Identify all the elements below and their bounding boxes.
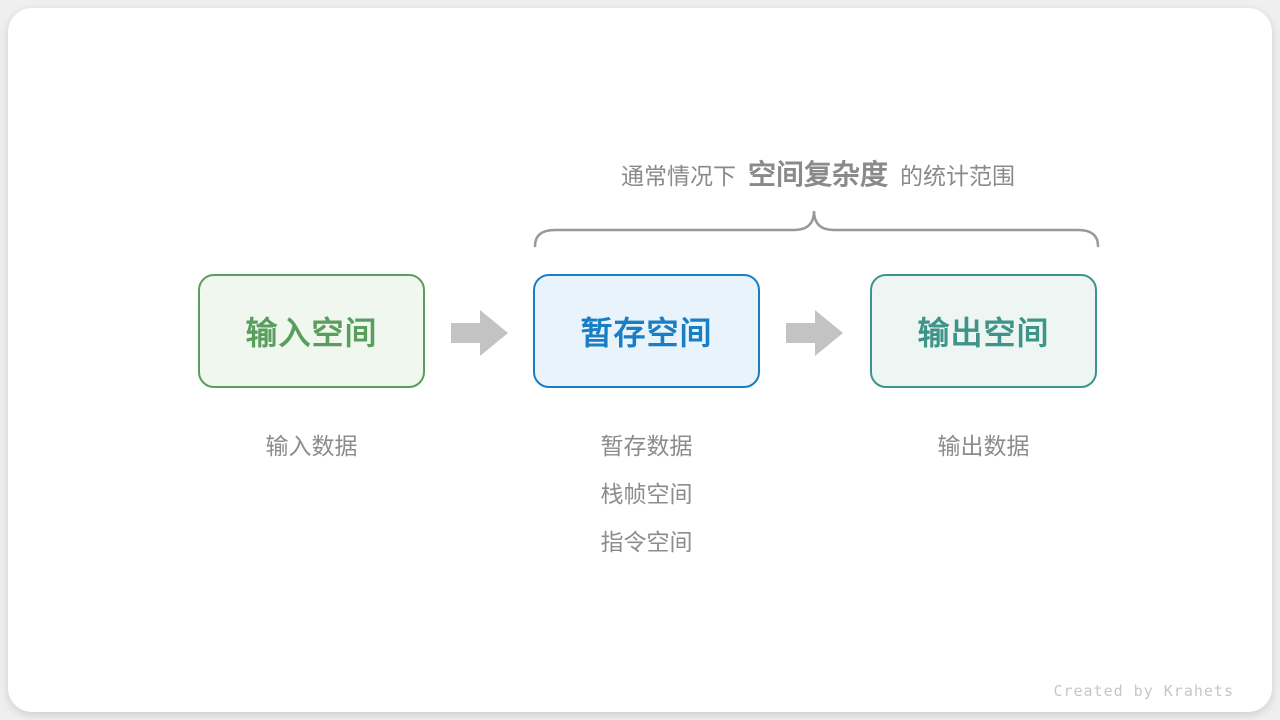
scope-brace — [533, 210, 1100, 248]
box-input-space: 输入空间 — [198, 274, 425, 388]
sublabel-stack-frame-space: 栈帧空间 — [600, 481, 693, 507]
input-space-sublabels: 输入数据 — [198, 422, 425, 470]
brace-path — [533, 210, 1100, 248]
box-input-space-label: 输入空间 — [245, 315, 378, 351]
annotation-prefix: 通常情况下 — [620, 163, 736, 189]
sublabel-input-data: 输入数据 — [265, 433, 358, 459]
sublabel-instruction-space: 指令空间 — [600, 529, 693, 555]
annotation-suffix: 的统计范围 — [900, 163, 1015, 189]
arrow-input-to-temp-icon — [451, 310, 508, 356]
annotation-highlight: 空间复杂度 — [747, 159, 888, 190]
sublabel-output-data: 输出数据 — [937, 433, 1030, 459]
output-space-sublabels: 输出数据 — [870, 422, 1097, 470]
arrow-shape — [786, 310, 843, 356]
sublabel-temp-data: 暂存数据 — [600, 433, 693, 459]
credit-text: Created by Krahets — [1053, 682, 1234, 700]
canvas-card: 通常情况下空间复杂度的统计范围 输入空间 暂存空间 输出空间 输入数据 暂存数据… — [8, 8, 1272, 712]
box-temporary-space: 暂存空间 — [533, 274, 760, 388]
box-output-space: 输出空间 — [870, 274, 1097, 388]
arrow-temp-to-output-icon — [786, 310, 843, 356]
temporary-space-sublabels: 暂存数据 栈帧空间 指令空间 — [533, 422, 760, 566]
box-output-space-label: 输出空间 — [917, 315, 1050, 351]
arrow-shape — [451, 310, 508, 356]
box-temporary-space-label: 暂存空间 — [580, 315, 713, 351]
scope-annotation: 通常情况下空间复杂度的统计范围 — [518, 153, 1118, 197]
